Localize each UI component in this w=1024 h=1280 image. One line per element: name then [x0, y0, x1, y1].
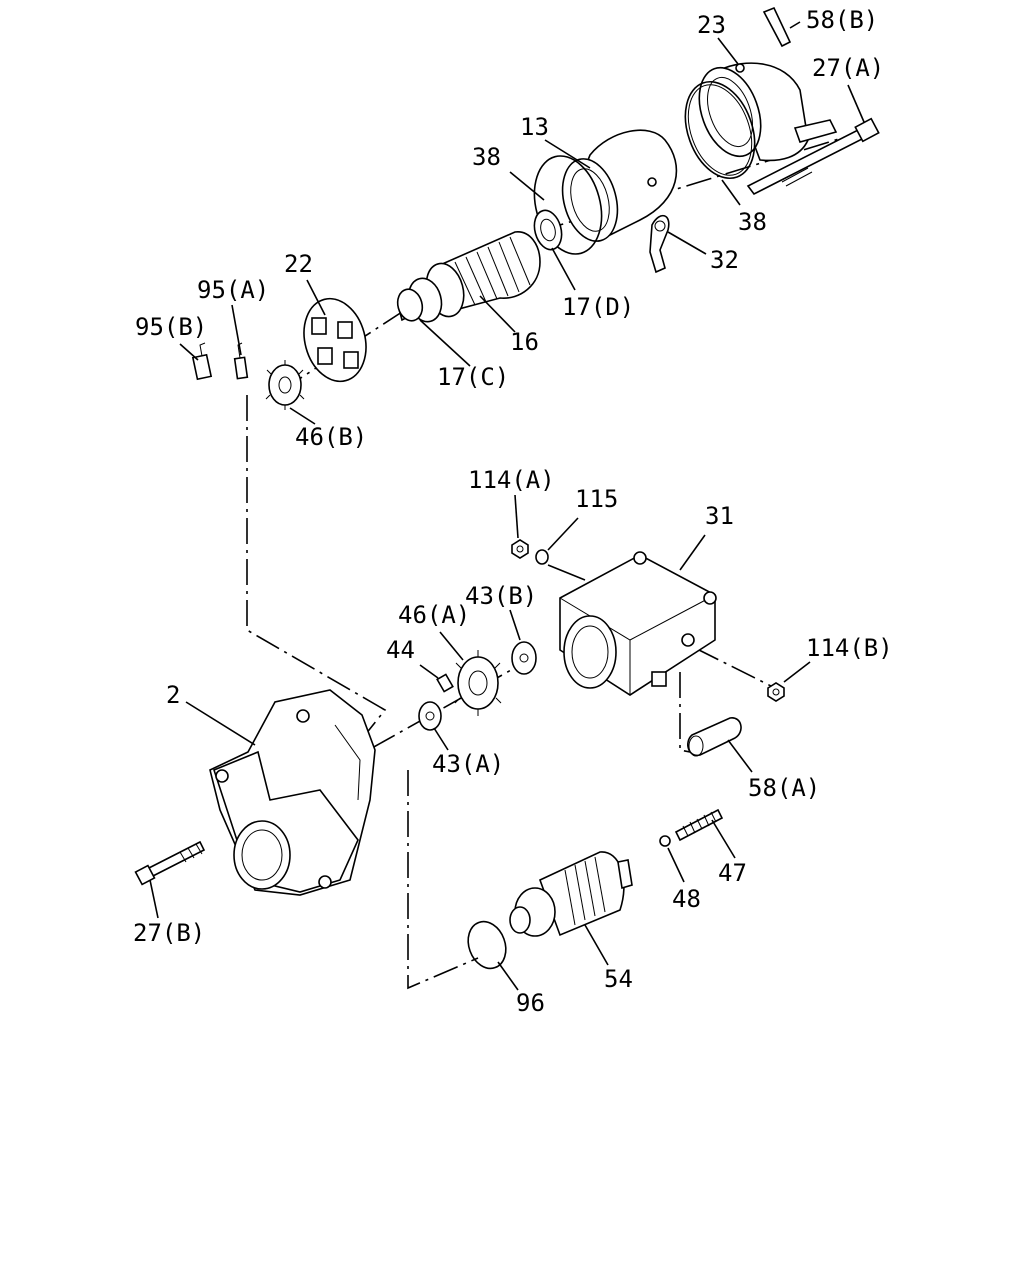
label-17c: 17(C) [437, 363, 509, 391]
label-46b: 46(B) [295, 423, 367, 451]
part-23-rear-cover [698, 62, 838, 162]
part-17c-bearing [396, 288, 424, 322]
label-13: 13 [520, 113, 549, 141]
label-115: 115 [575, 485, 618, 513]
label-54: 54 [604, 965, 633, 993]
part-95a-brush [233, 342, 249, 380]
part-48-steel-ball [659, 835, 671, 847]
part-46a-gear [454, 650, 502, 716]
part-47-spring [674, 808, 724, 842]
label-58a: 58(A) [748, 774, 820, 802]
label-23: 23 [697, 11, 726, 39]
part-95b-brush [191, 342, 213, 381]
label-48: 48 [672, 885, 701, 913]
label-38-front: 38 [472, 143, 501, 171]
part-43a-washer [418, 701, 442, 731]
leader-lines [149, 21, 865, 991]
label-38-rear: 38 [738, 208, 767, 236]
part-27b-bolt [134, 840, 206, 886]
part-labels: 23 58(B) 27(A) 13 38 38 32 17(D) 22 95(A… [133, 6, 893, 1017]
part-22-brush-holder [303, 297, 367, 383]
label-96: 96 [516, 989, 545, 1017]
label-17d: 17(D) [562, 293, 634, 321]
label-22: 22 [284, 250, 313, 278]
label-95b: 95(B) [135, 313, 207, 341]
part-115-washer [535, 549, 549, 565]
part-31-solenoid [559, 551, 717, 696]
label-32: 32 [710, 246, 739, 274]
label-43b: 43(B) [465, 582, 537, 610]
label-27b: 27(B) [133, 919, 205, 947]
part-38-oring-front [533, 155, 603, 255]
part-96-oring [467, 920, 507, 970]
label-16: 16 [510, 328, 539, 356]
part-46b-gear [265, 360, 305, 410]
part-114b-nut [767, 682, 785, 702]
label-46a: 46(A) [398, 601, 470, 629]
part-38-oring-rear [684, 80, 756, 180]
part-44-pin [436, 673, 454, 693]
label-95a: 95(A) [197, 276, 269, 304]
part-43b-washer [511, 641, 537, 675]
label-44: 44 [386, 636, 415, 664]
part-13-yoke [561, 129, 678, 242]
label-27a: 27(A) [812, 54, 884, 82]
part-27a-through-bolt [746, 117, 880, 196]
label-114a: 114(A) [468, 466, 555, 494]
part-32-terminal-clip [649, 214, 670, 274]
label-114b: 114(B) [806, 634, 893, 662]
label-58b: 58(B) [806, 6, 878, 34]
part-54-pinion-drive [509, 851, 633, 937]
part-58a-boot [687, 717, 742, 757]
part-114a-nut [511, 539, 529, 559]
label-31: 31 [705, 502, 734, 530]
part-58b-sleeve [762, 6, 792, 48]
label-43a: 43(A) [432, 750, 504, 778]
part-2-housing [209, 689, 376, 896]
label-2: 2 [166, 681, 180, 709]
label-47: 47 [718, 859, 747, 887]
